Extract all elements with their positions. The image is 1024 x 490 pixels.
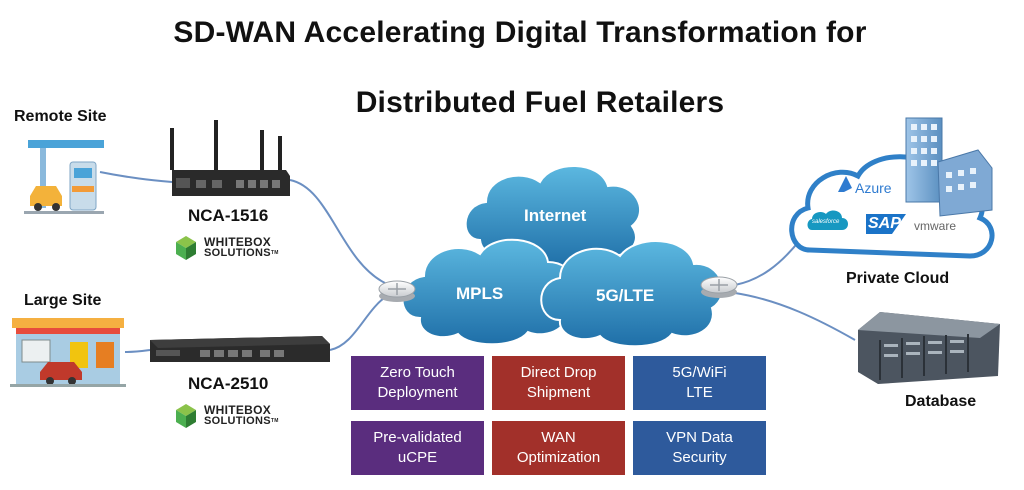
feature-line1: 5G/WiFi [672, 364, 727, 381]
feature-vpn-security: VPN Data Security [633, 421, 766, 475]
whitebox-brand-1: WHITEBOX SOLUTIONSTM [200, 235, 279, 259]
page-title-line2: Distributed Fuel Retailers [355, 86, 725, 119]
brand-line2: SOLUTIONS [204, 247, 271, 259]
feature-line2: Shipment [526, 384, 591, 401]
feature-line2: Deployment [377, 384, 458, 401]
remote-site-label: Remote Site [14, 108, 107, 125]
feature-direct-drop: Direct Drop Shipment [492, 356, 625, 410]
database-label: Database [905, 393, 977, 410]
page-title-line1: SD-WAN Accelerating Digital Transformati… [173, 16, 867, 49]
azure-label: Azure [855, 180, 892, 196]
brand-line1: WHITEBOX [204, 235, 272, 249]
line-large-to-nca2510 [124, 349, 151, 353]
line-nca1516-to-router [289, 179, 386, 284]
router-left [378, 280, 416, 302]
feature-line2: Security [672, 449, 727, 466]
network-clouds [401, 165, 724, 348]
connection-lines [99, 171, 856, 353]
feature-zero-touch: Zero Touch Deployment [351, 356, 484, 410]
line-router-to-database [734, 292, 856, 341]
router-right [700, 276, 738, 298]
database-icon [858, 312, 1000, 384]
remote-site-icon [24, 140, 104, 214]
line-remote-to-nca1516 [99, 171, 173, 183]
nca-1516-device [170, 120, 290, 196]
large-site-icon [10, 318, 126, 387]
internet-cloud-label: Internet [524, 206, 587, 225]
nca-2510-device [150, 336, 330, 362]
feature-line1: WAN [541, 429, 576, 446]
brand-line1: WHITEBOX [204, 403, 272, 417]
sap-label: SAP [868, 215, 901, 232]
whitebox-logo-icon-1 [176, 236, 196, 260]
nca-1516-label: NCA-1516 [188, 206, 269, 225]
feature-line1: Pre-validated [373, 429, 462, 446]
feature-5g-wifi: 5G/WiFi LTE [633, 356, 766, 410]
brand-line2: SOLUTIONS [204, 415, 271, 427]
feature-wan-optimization: WAN Optimization [492, 421, 625, 475]
nca-2510-label: NCA-2510 [188, 374, 269, 393]
private-cloud-icon [789, 117, 995, 259]
feature-line1: Zero Touch [380, 364, 455, 381]
feature-line1: VPN Data [666, 429, 733, 446]
feature-pre-validated: Pre-validated uCPE [351, 421, 484, 475]
large-site-label: Large Site [24, 292, 102, 309]
feature-line1: Direct Drop [520, 364, 597, 381]
whitebox-logo-icon-2 [176, 404, 196, 428]
line-router-to-privatecloud [734, 239, 801, 286]
whitebox-brand-2: WHITEBOX SOLUTIONSTM [200, 403, 279, 427]
lte-cloud [540, 240, 724, 348]
brand-tm: TM [270, 250, 279, 256]
private-cloud-label: Private Cloud [846, 270, 950, 287]
feature-line2: uCPE [397, 449, 438, 466]
mpls-cloud-label: MPLS [456, 284, 504, 303]
vmware-label: vmware [914, 219, 957, 233]
feature-line2: Optimization [516, 449, 601, 466]
feature-line2: LTE [686, 384, 713, 401]
brand-tm: TM [270, 418, 279, 424]
salesforce-label: salesforce [812, 219, 840, 225]
lte-cloud-label: 5G/LTE [596, 286, 655, 305]
line-nca2510-to-router [329, 294, 389, 351]
